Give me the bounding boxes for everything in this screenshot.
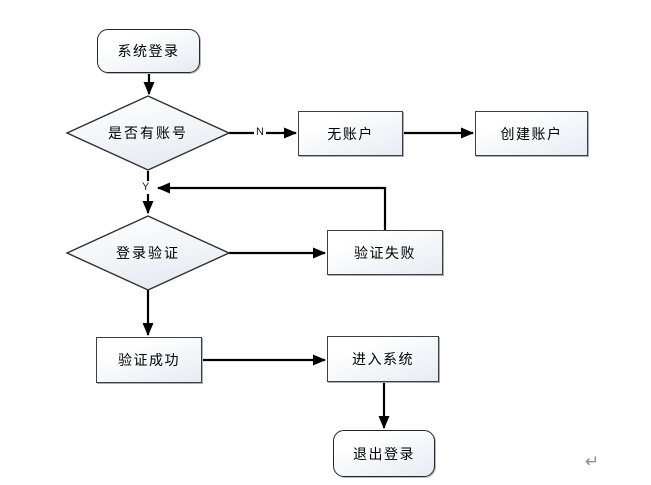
process-create-account[interactable]: 创建账户 [475,111,588,156]
decision-has-account-shape[interactable] [65,95,231,171]
terminator-start[interactable]: 系统登录 [97,29,200,73]
edge-label-yes: Y [140,181,152,194]
process-verify-fail[interactable]: 验证失败 [327,230,443,275]
connector-verify-fail-feedback [157,182,387,230]
process-no-account[interactable]: 无账户 [298,111,403,156]
decision-login-verify[interactable]: 登录验证 [116,245,180,261]
paragraph-return-icon: ↵ [585,452,600,471]
decision-login-verify-shape[interactable] [65,215,231,291]
terminator-logout[interactable]: 退出登录 [333,430,435,477]
edge-label-no: N [254,126,266,139]
process-verify-success[interactable]: 验证成功 [96,337,202,383]
process-enter-system[interactable]: 进入系统 [327,336,439,382]
decision-has-account[interactable]: 是否有账号 [108,125,188,141]
